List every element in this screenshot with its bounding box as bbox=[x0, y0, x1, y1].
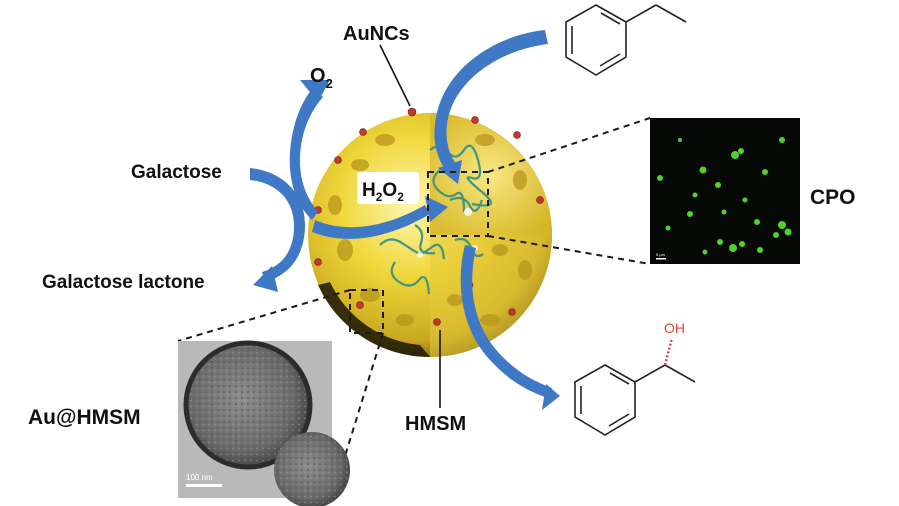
tem-scale-label: 100 nm bbox=[186, 473, 213, 482]
reaction-arrows bbox=[250, 30, 560, 410]
galactose-arrowhead bbox=[253, 266, 278, 292]
product-arrow bbox=[460, 245, 552, 398]
o2-arrow bbox=[289, 88, 323, 220]
o2-arrowhead bbox=[300, 80, 330, 102]
hmsm-label: HMSM bbox=[405, 413, 466, 435]
cpo-label: CPO bbox=[810, 186, 856, 209]
ethylbenzene-structure bbox=[565, 4, 687, 76]
h2o2-label: H2O2 bbox=[357, 172, 419, 204]
aunc-label: AuNCs bbox=[343, 23, 410, 45]
confocal-image bbox=[650, 118, 800, 264]
zoom-box-shell bbox=[349, 289, 384, 334]
svg-text:H2O2: H2O2 bbox=[362, 180, 404, 204]
galactose-arrow bbox=[250, 168, 305, 282]
oh-label: OH bbox=[664, 320, 685, 336]
h2o2-arrow bbox=[312, 205, 430, 239]
tem-image bbox=[178, 340, 350, 506]
phenylethanol-structure bbox=[574, 337, 696, 436]
au-hmsm-label: Au@HMSM bbox=[28, 406, 141, 429]
leader-lines bbox=[379, 44, 441, 408]
product-arrowhead bbox=[542, 384, 560, 410]
confocal-scale-label: 5 μm bbox=[656, 252, 666, 257]
h2o2-arrowhead bbox=[425, 196, 448, 222]
galactose-label: Galactose bbox=[131, 162, 222, 183]
o2-label: O2 bbox=[310, 65, 333, 91]
substrate-arrow bbox=[434, 30, 548, 172]
galactose-lactone-label: Galactose lactone bbox=[42, 272, 205, 293]
zoom-box-protein bbox=[427, 171, 489, 237]
